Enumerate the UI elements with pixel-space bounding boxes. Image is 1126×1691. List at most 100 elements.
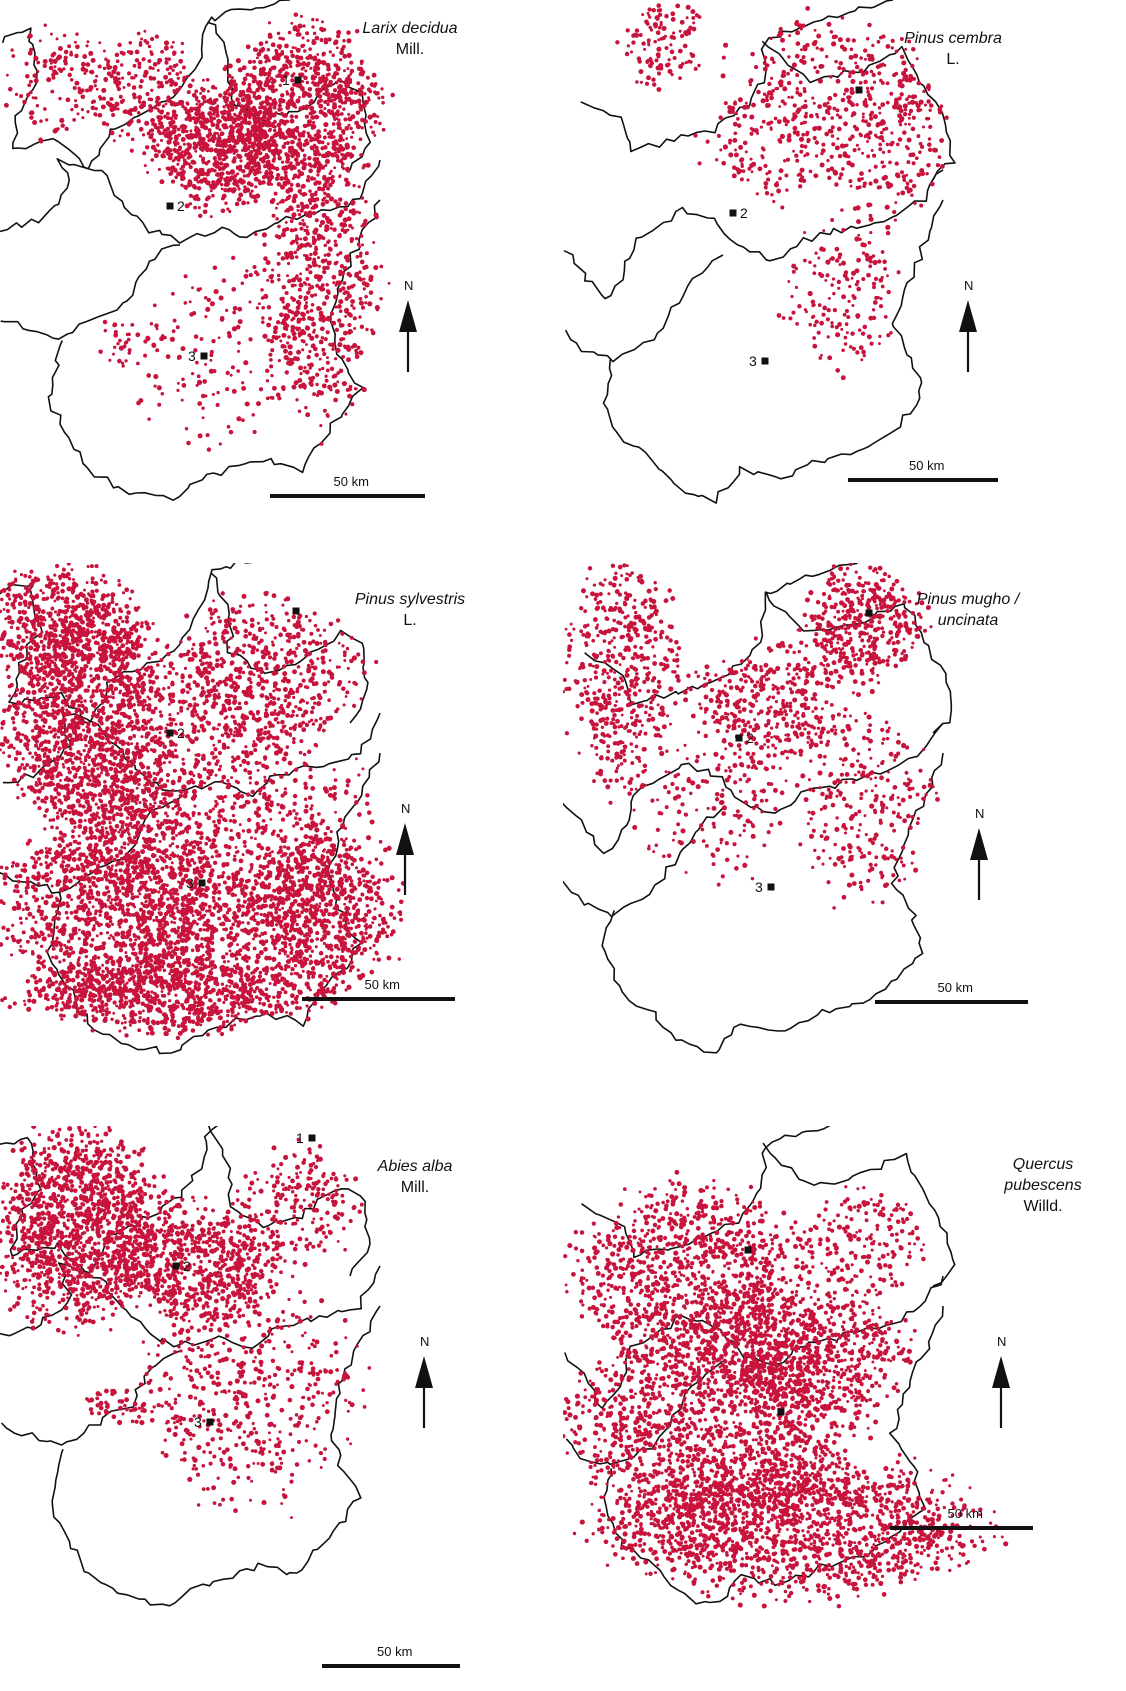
occurrence-dot [126,71,132,76]
occurrence-dot [688,25,693,30]
occurrence-dot [103,328,108,333]
occurrence-dot [321,318,326,323]
occurrence-dot [146,695,150,699]
occurrence-dot [281,135,287,141]
occurrence-dot [63,750,68,756]
occurrence-dot [670,73,674,77]
occurrence-dot [346,67,350,71]
occurrence-dot [321,383,327,389]
occurrence-dot [311,25,315,29]
occurrence-dot [353,99,358,105]
occurrence-dot [314,87,320,93]
occurrence-dot [347,116,353,122]
occurrence-dot [113,332,119,338]
occurrence-dot [192,195,198,201]
occurrence-dot [151,622,155,626]
occurrence-dot [337,234,342,238]
occurrence-dot [96,708,102,714]
occurrence-dot [101,121,107,126]
occurrence-dot [150,52,154,56]
occurrence-dot [697,63,701,68]
occurrence-dot [277,335,281,339]
occurrence-dot [5,668,9,672]
occurrence-dot [118,338,122,343]
occurrence-dot [282,333,287,338]
occurrence-dot [351,226,354,230]
occurrence-dot [169,83,174,87]
occurrence-dot [264,40,269,44]
occurrence-dot [836,279,842,285]
occurrence-dot [197,433,203,439]
occurrence-dot [734,166,739,171]
occurrence-dot [54,768,58,772]
occurrence-dot [206,195,211,200]
occurrence-dot [736,117,740,121]
occurrence-dot [651,7,656,13]
occurrence-dot [64,817,68,821]
occurrence-dot [16,783,20,787]
occurrence-dot [886,45,890,49]
occurrence-dot [222,105,226,109]
occurrence-dot [218,128,222,132]
occurrence-dot [358,300,364,306]
occurrence-dot [890,46,894,50]
occurrence-dot [319,26,324,32]
occurrence-dot [805,5,811,11]
occurrence-dot [299,371,303,376]
occurrence-dot [308,376,312,381]
occurrence-dot [98,41,102,45]
occurrence-dot [260,288,264,292]
occurrence-dot [292,26,297,32]
occurrence-dot [291,128,295,132]
occurrence-dot [301,36,305,40]
occurrence-dot [289,254,295,260]
occurrence-dot [748,83,752,87]
occurrence-dot [287,30,292,35]
occurrence-dot [359,259,365,265]
occurrence-dot [243,273,249,279]
occurrence-dot [245,72,250,77]
occurrence-dot [883,174,888,180]
occurrence-dot [237,124,241,128]
occurrence-dot [873,276,879,282]
occurrence-dot [331,122,336,126]
occurrence-dot [648,15,652,19]
occurrence-dot [797,304,802,309]
occurrence-dot [40,785,45,791]
occurrence-dot [790,95,794,99]
occurrence-dot [50,704,54,708]
occurrence-dot [314,145,319,150]
occurrence-dot [137,755,142,760]
occurrence-dot [236,172,240,176]
occurrence-dot [166,111,170,116]
occurrence-dot [135,693,140,698]
occurrence-dot [294,310,300,315]
occurrence-dot [88,805,93,810]
occurrence-dot [172,102,178,107]
occurrence-dot [259,144,264,149]
occurrence-dot [86,110,90,114]
occurrence-dot [216,402,220,406]
occurrence-dot [49,32,53,36]
occurrence-dot [264,82,270,88]
occurrence-dot [344,412,348,416]
occurrence-dot [878,185,883,190]
occurrence-dot [769,95,774,101]
occurrence-dot [835,108,840,113]
occurrence-dot [156,107,160,111]
occurrence-dot [655,52,661,58]
occurrence-dot [18,738,23,743]
occurrence-dot [835,258,840,263]
occurrence-dot [108,358,112,362]
occurrence-dot [761,119,766,124]
occurrence-dot [120,63,124,67]
occurrence-dot [845,277,849,281]
occurrence-dot [349,72,353,76]
occurrence-dot [114,652,119,657]
occurrence-dot [272,329,278,335]
occurrence-dot [766,177,771,182]
occurrence-dot [927,137,932,141]
occurrence-dot [147,97,152,101]
occurrence-dot [331,274,337,280]
occurrence-dot [201,416,205,420]
